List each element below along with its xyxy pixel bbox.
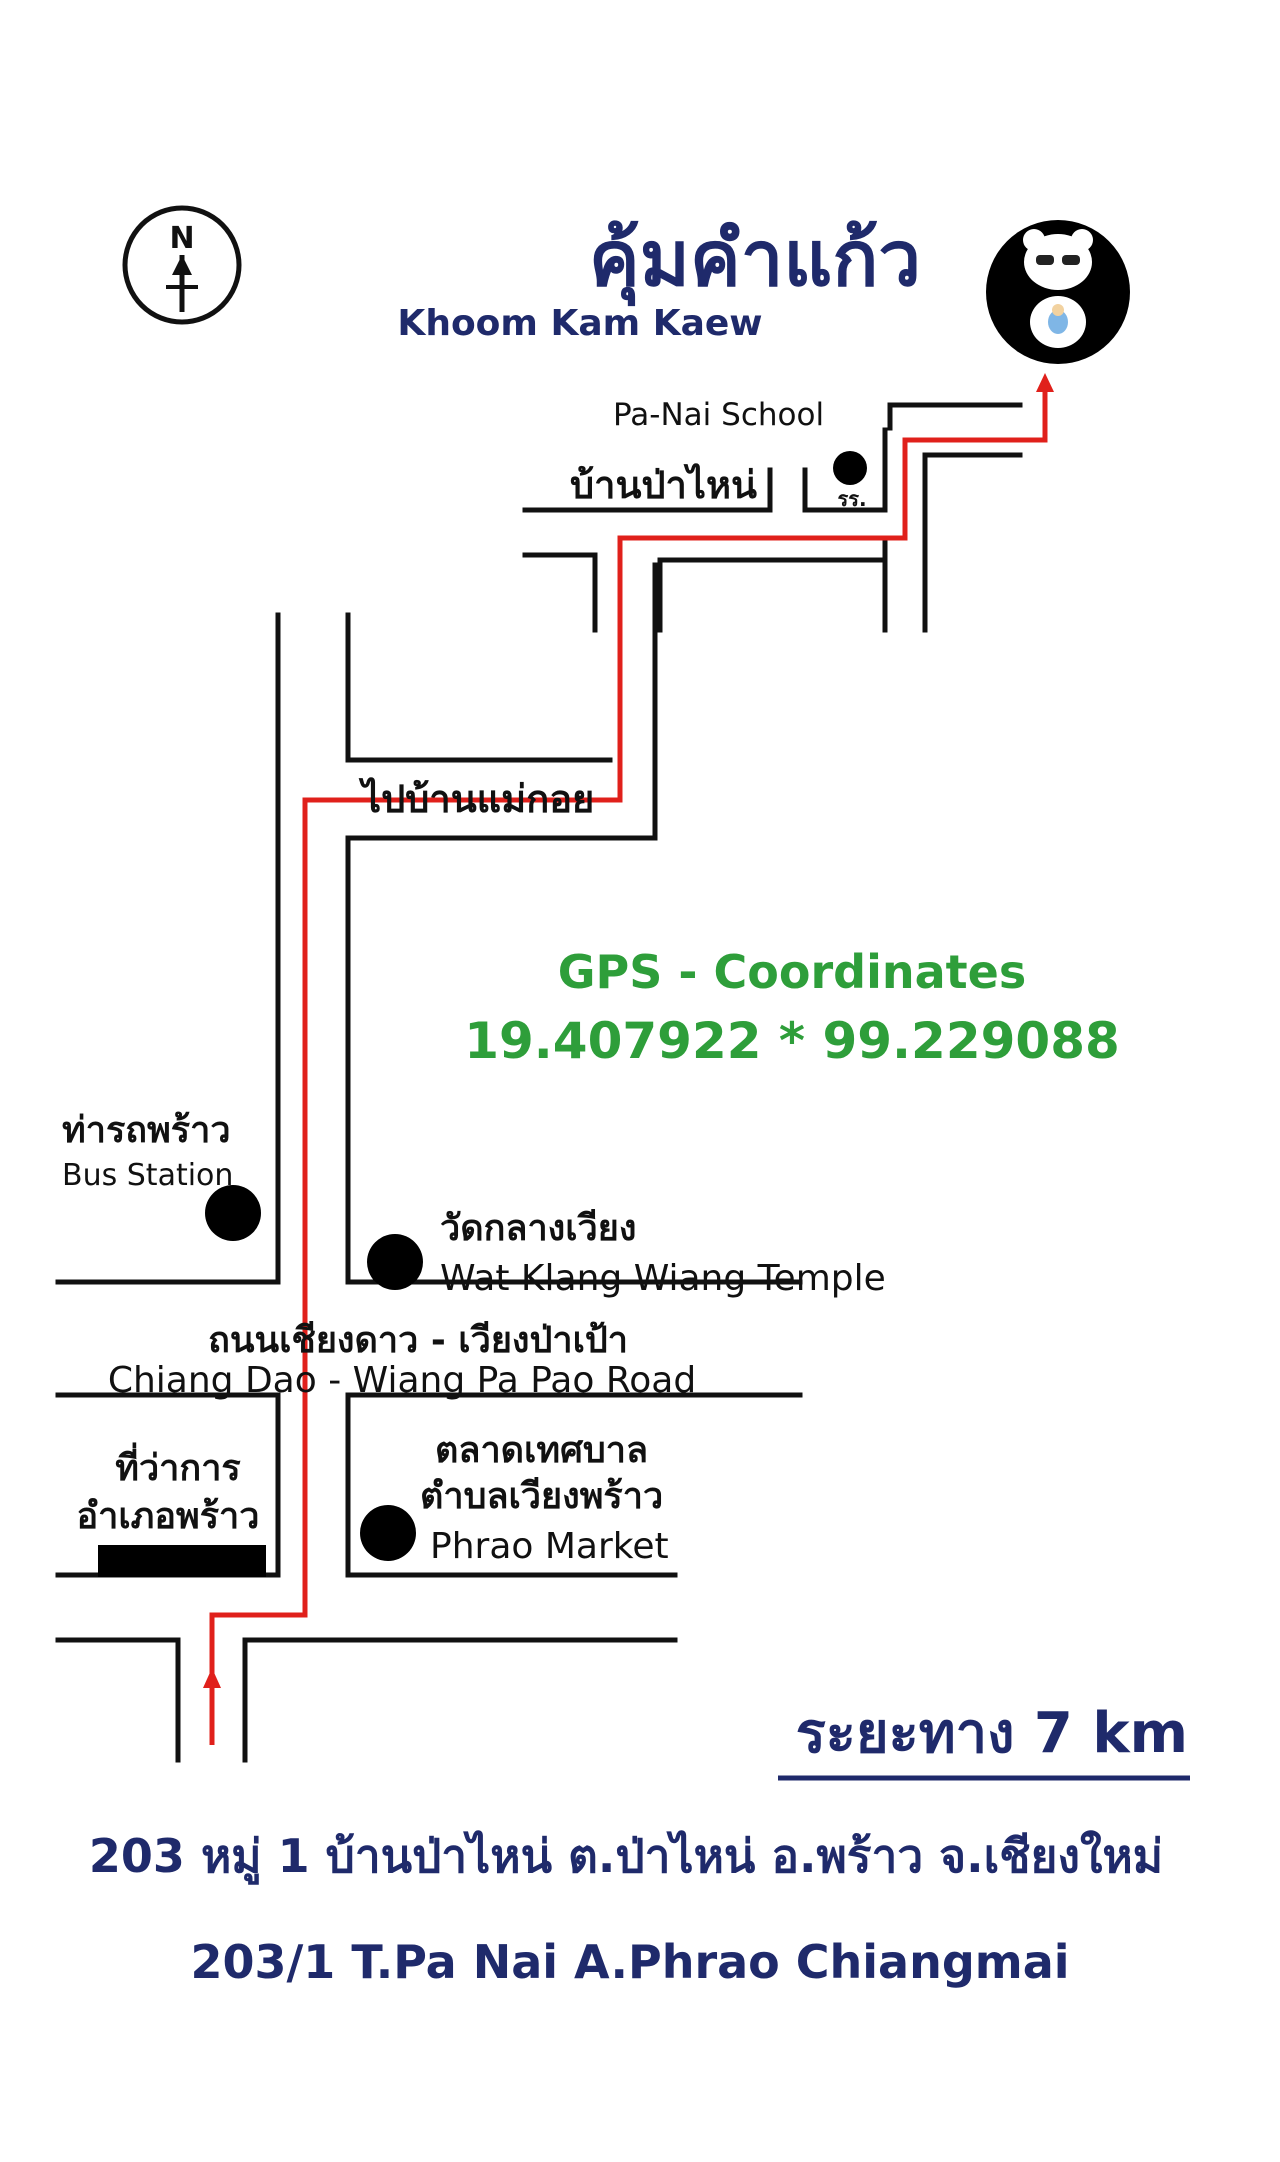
district-office-label-line2: อำเภอพร้าว <box>77 1496 260 1537</box>
bus-station-label-en: Bus Station <box>62 1158 233 1193</box>
road-block-right <box>345 562 658 1285</box>
market-label-thai-line2: ตำบลเวียงพร้าว <box>420 1476 663 1517</box>
road-bottom-right <box>242 1637 678 1763</box>
north-arrow-icon: N <box>122 205 242 325</box>
market-label-thai-line1: ตลาดเทศบาล <box>435 1430 648 1471</box>
district-office-label-line1: ที่ว่าการ <box>115 1442 241 1489</box>
brand-title-thai: คุ้มคำแก้ว <box>589 214 921 307</box>
gps-title: GPS - Coordinates <box>558 945 1026 999</box>
school-label-en: Pa-Nai School <box>613 397 824 433</box>
road-block-left <box>345 612 613 763</box>
road-school-box <box>802 427 888 513</box>
route-end-arrow-icon <box>1036 373 1054 392</box>
road-label-en: Chiang Dao - Wiang Pa Pao Road <box>108 1360 696 1401</box>
distance-label: ระยะทาง 7 km <box>796 1701 1188 1766</box>
school-abbr-label: รร. <box>837 487 866 511</box>
road-school-top <box>887 402 1023 431</box>
route-path <box>203 373 1054 1745</box>
school-marker <box>833 451 867 485</box>
address-en: 203/1 T.Pa Nai A.Phrao Chiangmai <box>190 1935 1069 1989</box>
gps-coordinates: 19.407922 * 99.229088 <box>464 1012 1120 1070</box>
road-village-left <box>522 467 773 513</box>
temple-marker <box>367 1234 423 1290</box>
road-bottom-left <box>55 1637 181 1763</box>
road-upper-square <box>522 552 598 633</box>
market-marker <box>360 1505 416 1561</box>
bus-station-label-thai: ท่ารถพร้าว <box>62 1110 231 1151</box>
address-thai: 203 หมู่ 1 บ้านป่าไหน่ ต.ป่าไหน่ อ.พร้าว… <box>89 1829 1163 1885</box>
village-label-thai: บ้านป่าไหน่ <box>570 463 757 507</box>
road-stepped <box>657 557 888 633</box>
road-label-thai: ถนนเชียงดาว - เวียงป่าเป้า <box>208 1320 628 1361</box>
road-network <box>55 402 1023 1763</box>
temple-label-en: Wat Klang Wiang Temple <box>440 1258 886 1299</box>
bus-station-marker <box>205 1185 261 1241</box>
route-start-arrow-icon <box>203 1668 221 1688</box>
compass-label: N <box>169 221 194 256</box>
route-line <box>209 385 1048 1745</box>
district-office-marker <box>98 1545 266 1577</box>
road-right-vertical <box>922 452 1023 633</box>
market-label-en: Phrao Market <box>430 1526 669 1567</box>
to-mae-koi-label: ไปบ้านแม่กอย <box>358 777 594 821</box>
sheep-logo-icon <box>986 220 1130 364</box>
brand-title-en: Khoom Kam Kaew <box>397 303 762 344</box>
temple-label-thai: วัดกลางเวียง <box>440 1208 636 1249</box>
